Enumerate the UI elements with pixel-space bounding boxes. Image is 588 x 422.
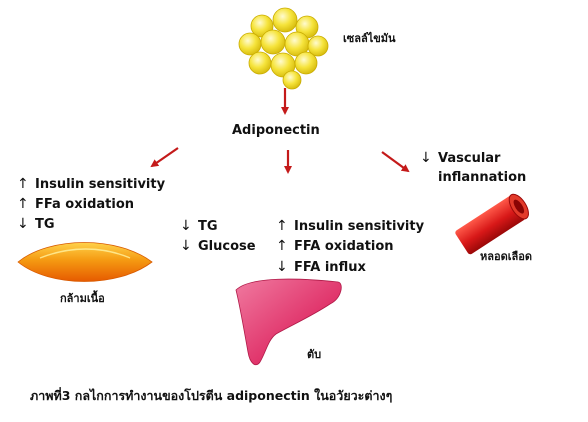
muscle-icon	[17, 242, 153, 282]
vessel-effect-line2: inflannation	[438, 170, 527, 185]
liver-effect-text: FFA oxidation	[294, 239, 394, 254]
decrease-arrow: ↓	[420, 150, 432, 166]
muscle-effect-row: ↑ FFa oxidation	[17, 196, 134, 213]
decrease-arrow: ↓	[17, 216, 29, 232]
liver-effect-row: ↑ FFA oxidation	[276, 238, 394, 255]
liver-effect-row: ↓ FFA influx	[276, 259, 366, 276]
muscle-effect-row: ↑ Insulin sensitivity	[17, 176, 165, 193]
arrow-to-vessel	[381, 151, 410, 173]
arrow-to-muscle	[150, 147, 179, 168]
fat-cell-label: เซลล์ไขมัน	[343, 32, 396, 45]
muscle-effect-text: Insulin sensitivity	[35, 177, 166, 192]
blood-vessel-label: หลอดเลือด	[480, 250, 532, 263]
muscle-effect-row: ↓ TG	[17, 216, 55, 233]
muscle-effect-text: FFa oxidation	[35, 197, 135, 212]
decrease-arrow: ↓	[180, 218, 192, 234]
increase-arrow: ↑	[17, 196, 29, 212]
caption-prefix: ภาพที่3 กลไกการทำงานของโปรตีน	[30, 388, 223, 403]
adiponectin-label: Adiponectin	[232, 123, 320, 138]
increase-arrow: ↑	[276, 218, 288, 234]
blood-vessel-icon	[455, 193, 529, 255]
blood-effect-text: Glucose	[198, 239, 256, 254]
vessel-effect-line1: Vascular	[438, 151, 501, 166]
figure-caption: ภาพที่3 กลไกการทำงานของโปรตีน adiponecti…	[30, 386, 392, 406]
blood-effect-row: ↓ Glucose	[180, 238, 256, 255]
caption-term: adiponectin	[226, 388, 310, 403]
liver-label: ตับ	[307, 348, 322, 361]
liver-effect-row: ↑ Insulin sensitivity	[276, 218, 424, 235]
muscle-effect-text: TG	[35, 217, 55, 232]
caption-suffix: ในอวัยวะต่างๆ	[314, 388, 393, 403]
liver-effect-text: FFA influx	[294, 260, 366, 275]
decrease-arrow: ↓	[180, 238, 192, 254]
vessel-effect: ↓ Vascular	[420, 150, 500, 167]
increase-arrow: ↑	[17, 176, 29, 192]
decrease-arrow: ↓	[276, 259, 288, 275]
fat-cell-cluster-icon	[238, 7, 329, 90]
liver-icon	[235, 278, 342, 366]
muscle-label: กล้ามเนื้อ	[60, 292, 105, 305]
liver-effect-text: Insulin sensitivity	[294, 219, 425, 234]
blood-effect-row: ↓ TG	[180, 218, 218, 235]
blood-effect-text: TG	[198, 219, 218, 234]
increase-arrow: ↑	[276, 238, 288, 254]
